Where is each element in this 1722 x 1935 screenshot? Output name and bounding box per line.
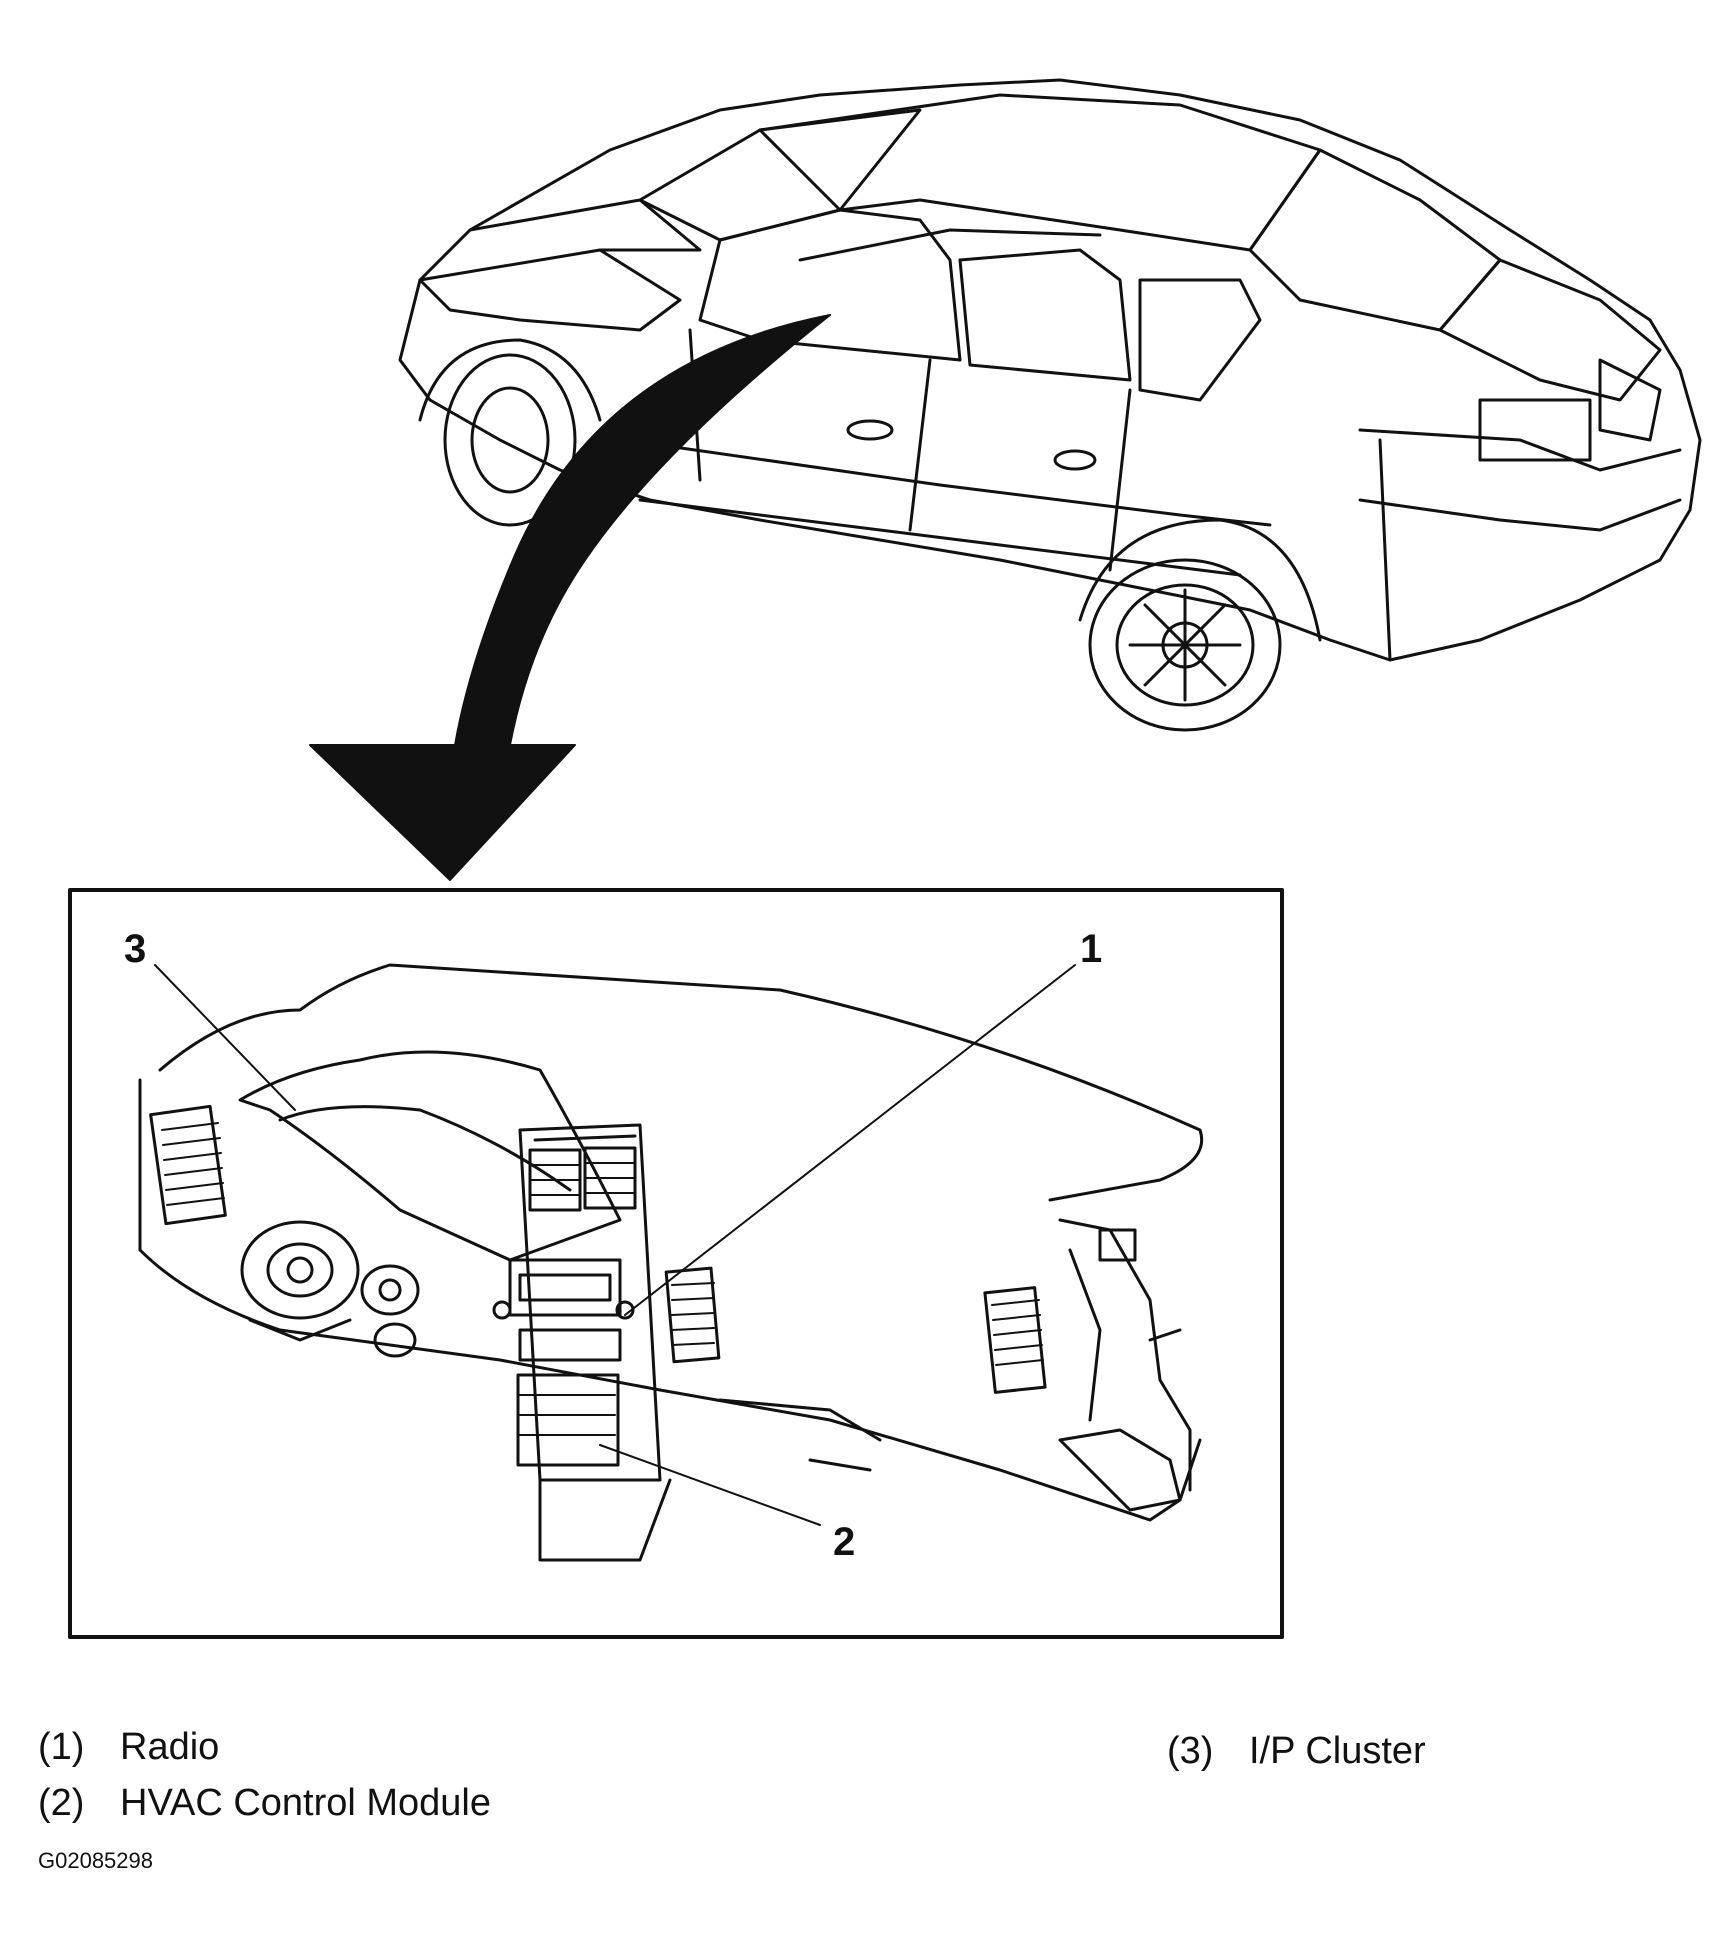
callout-1: 1 bbox=[1080, 927, 1102, 971]
legend-number: (2) bbox=[38, 1782, 85, 1824]
figure-id: G02085298 bbox=[38, 1848, 153, 1873]
locator-arrow-icon bbox=[309, 314, 831, 881]
leader-line-3 bbox=[154, 964, 296, 1111]
car-illustration bbox=[398, 78, 1702, 732]
leader-lines bbox=[154, 964, 1076, 1526]
legend-item-1: (1) Radio bbox=[38, 1726, 219, 1769]
legend-label: Radio bbox=[120, 1726, 220, 1768]
legend-number: (3) bbox=[1167, 1730, 1214, 1772]
leader-line-1 bbox=[624, 964, 1076, 1316]
instrument-panel-illustration bbox=[138, 963, 1203, 1562]
legend-number: (1) bbox=[38, 1726, 85, 1768]
callout-2: 2 bbox=[833, 1520, 855, 1564]
legend-label: I/P Cluster bbox=[1249, 1730, 1426, 1772]
legend-label: HVAC Control Module bbox=[120, 1782, 492, 1824]
legend-item-2: (2) HVAC Control Module bbox=[38, 1782, 491, 1825]
callout-3: 3 bbox=[124, 927, 146, 971]
detail-frame bbox=[68, 888, 1284, 1639]
leader-line-2 bbox=[599, 1444, 821, 1526]
legend-item-3: (3) I/P Cluster bbox=[1167, 1730, 1426, 1773]
